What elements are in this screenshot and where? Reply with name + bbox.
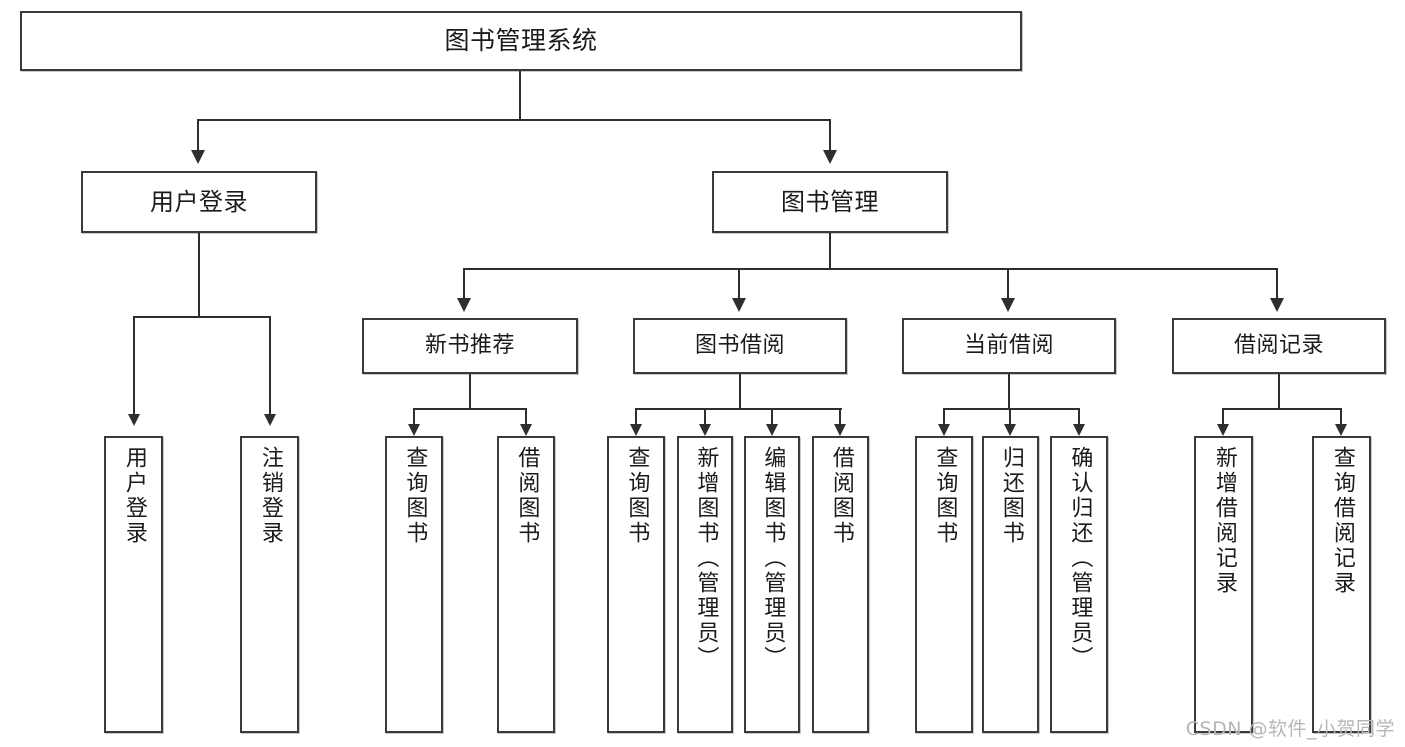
edge-to-current-borrow [1007, 268, 1009, 299]
arrow-book-borrow-leaf-1 [630, 424, 642, 436]
edge-current-borrow-bus [944, 408, 1080, 410]
arrow-to-borrow-record [1270, 298, 1284, 312]
arrow-to-book-manage [823, 150, 837, 164]
arrow-book-borrow-leaf-3 [766, 424, 778, 436]
edge-book-borrow-leaf-4 [839, 408, 841, 425]
edge-new-book-bus [414, 408, 527, 410]
node-root-system[interactable]: 图书管理系统 [20, 11, 1022, 71]
edge-level3-bus [463, 268, 1277, 270]
edge-new-book-leaf-2 [525, 408, 527, 425]
arrow-to-current-borrow [1001, 298, 1015, 312]
arrow-new-book-leaf-2 [520, 424, 532, 436]
node-new-book-recommend[interactable]: 新书推荐 [362, 318, 578, 374]
leaf-current-borrow-query[interactable]: 查询图书 [915, 436, 973, 733]
node-book-borrow[interactable]: 图书借阅 [633, 318, 847, 374]
node-label: 新书推荐 [424, 333, 515, 359]
arrow-current-borrow-leaf-1 [938, 424, 950, 436]
leaf-current-borrow-confirm-return[interactable]: 确认归还（管理员） [1050, 436, 1108, 733]
arrow-to-user-login [191, 150, 205, 164]
arrow-borrow-record-leaf-2 [1335, 424, 1347, 436]
leaf-user-login-logout[interactable]: 注销登录 [240, 436, 299, 733]
edge-book-borrow-leaf-1 [635, 408, 637, 425]
edge-book-borrow-trunk [739, 374, 741, 409]
node-label: 注销登录 [257, 446, 283, 546]
edge-book-borrow-bus [636, 408, 842, 410]
edge-user-login-trunk [198, 233, 200, 317]
edge-borrow-record-leaf-2 [1340, 408, 1342, 425]
node-label: 确认归还（管理员） [1067, 446, 1093, 671]
node-label: 借阅图书 [514, 446, 540, 546]
node-label: 借阅记录 [1233, 333, 1324, 359]
edge-to-book-manage [829, 119, 831, 151]
edge-new-book-leaf-1 [413, 408, 415, 425]
node-user-login[interactable]: 用户登录 [81, 171, 317, 233]
arrow-book-borrow-leaf-2 [699, 424, 711, 436]
node-current-borrow[interactable]: 当前借阅 [902, 318, 1116, 374]
edge-user-login-leaf-1 [133, 316, 135, 415]
edge-book-manage-trunk [829, 233, 831, 269]
edge-to-user-login [197, 119, 199, 151]
arrow-user-login-leaf-1 [128, 414, 140, 426]
node-label: 查询图书 [624, 446, 650, 546]
edge-borrow-record-trunk [1278, 374, 1280, 409]
edge-book-borrow-leaf-2 [704, 408, 706, 425]
edge-current-borrow-trunk [1008, 374, 1010, 409]
edge-current-borrow-leaf-2 [1009, 408, 1011, 425]
leaf-book-borrow-query[interactable]: 查询图书 [607, 436, 665, 733]
edge-to-borrow-record [1276, 268, 1278, 299]
node-label: 图书借阅 [694, 333, 785, 359]
leaf-new-book-query[interactable]: 查询图书 [385, 436, 443, 733]
node-label: 归还图书 [998, 446, 1024, 546]
node-label: 图书管理 [781, 187, 879, 216]
node-label: 借阅图书 [828, 446, 854, 546]
node-book-management[interactable]: 图书管理 [712, 171, 948, 233]
node-label: 查询借阅记录 [1329, 446, 1355, 596]
leaf-current-borrow-return[interactable]: 归还图书 [982, 436, 1039, 733]
edge-new-book-trunk [469, 374, 471, 409]
arrow-current-borrow-leaf-3 [1073, 424, 1085, 436]
node-label: 图书管理系统 [444, 26, 598, 56]
arrow-user-login-leaf-2 [264, 414, 276, 426]
edge-to-book-borrow [738, 268, 740, 299]
leaf-book-borrow-edit[interactable]: 编辑图书（管理员） [744, 436, 800, 733]
edge-borrow-record-leaf-1 [1222, 408, 1224, 425]
node-borrow-record[interactable]: 借阅记录 [1172, 318, 1386, 374]
leaf-book-borrow-add[interactable]: 新增图书（管理员） [677, 436, 733, 733]
node-label: 用户登录 [121, 446, 147, 546]
edge-current-borrow-leaf-1 [943, 408, 945, 425]
leaf-borrow-record-add[interactable]: 新增借阅记录 [1194, 436, 1253, 733]
arrow-to-new-book [457, 298, 471, 312]
edge-root-bus [198, 119, 831, 121]
leaf-user-login-login[interactable]: 用户登录 [104, 436, 163, 733]
arrow-to-book-borrow [732, 298, 746, 312]
arrow-current-borrow-leaf-2 [1004, 424, 1016, 436]
node-label: 查询图书 [402, 446, 428, 546]
edge-book-borrow-leaf-3 [771, 408, 773, 425]
edge-root-trunk [519, 71, 521, 120]
node-label: 用户登录 [150, 187, 248, 216]
node-label: 新增借阅记录 [1211, 446, 1237, 596]
edge-borrow-record-bus [1223, 408, 1342, 410]
edge-user-login-leaf-2 [269, 316, 271, 415]
node-label: 查询图书 [932, 446, 958, 546]
arrow-book-borrow-leaf-4 [834, 424, 846, 436]
node-label: 编辑图书（管理员） [760, 446, 786, 671]
leaf-book-borrow-borrow[interactable]: 借阅图书 [812, 436, 869, 733]
edge-user-login-bus [134, 316, 271, 318]
node-label: 新增图书（管理员） [693, 446, 719, 671]
edge-to-new-book [463, 268, 465, 299]
arrow-borrow-record-leaf-1 [1217, 424, 1229, 436]
leaf-borrow-record-query[interactable]: 查询借阅记录 [1312, 436, 1371, 733]
edge-current-borrow-leaf-3 [1078, 408, 1080, 425]
node-label: 当前借阅 [963, 333, 1054, 359]
arrow-new-book-leaf-1 [408, 424, 420, 436]
leaf-new-book-borrow[interactable]: 借阅图书 [497, 436, 555, 733]
